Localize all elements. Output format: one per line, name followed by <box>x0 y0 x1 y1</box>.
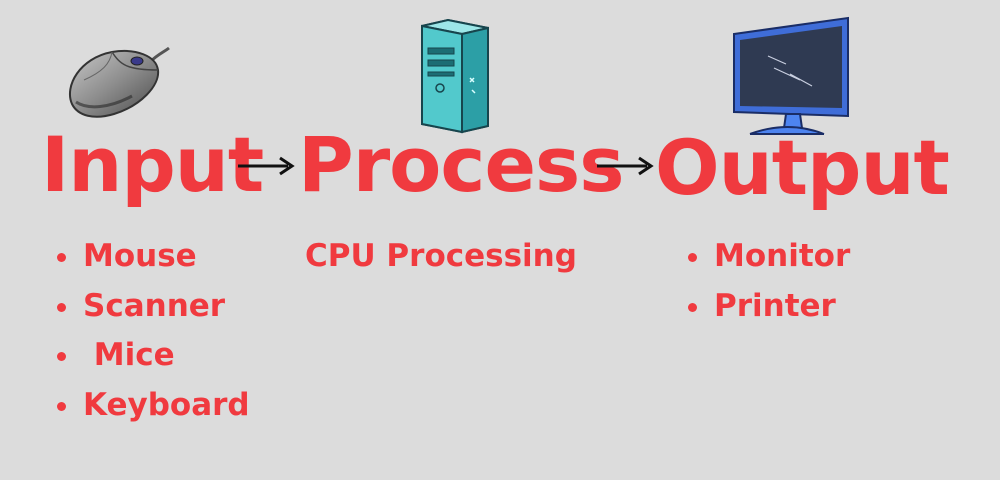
process-caption: CPU Processing <box>305 238 577 274</box>
list-item: Scanner <box>55 290 250 341</box>
input-title: Input <box>41 120 264 209</box>
output-title: Output <box>655 123 950 212</box>
process-title: Process <box>298 120 624 209</box>
list-item: Printer <box>686 290 850 341</box>
monitor-icon <box>733 16 849 135</box>
list-item: Keyboard <box>55 389 250 440</box>
arrow-input-to-process <box>238 156 295 176</box>
list-item: Mice <box>55 340 250 390</box>
cpu-tower-icon <box>421 18 489 134</box>
list-item: Monitor <box>686 241 850 291</box>
input-device-list: Mouse Scanner Mice Keyboard <box>55 241 250 439</box>
mouse-icon <box>69 46 170 118</box>
arrow-process-to-output <box>597 156 654 176</box>
list-item: Mouse <box>55 241 250 291</box>
output-device-list: Monitor Printer <box>686 241 850 340</box>
